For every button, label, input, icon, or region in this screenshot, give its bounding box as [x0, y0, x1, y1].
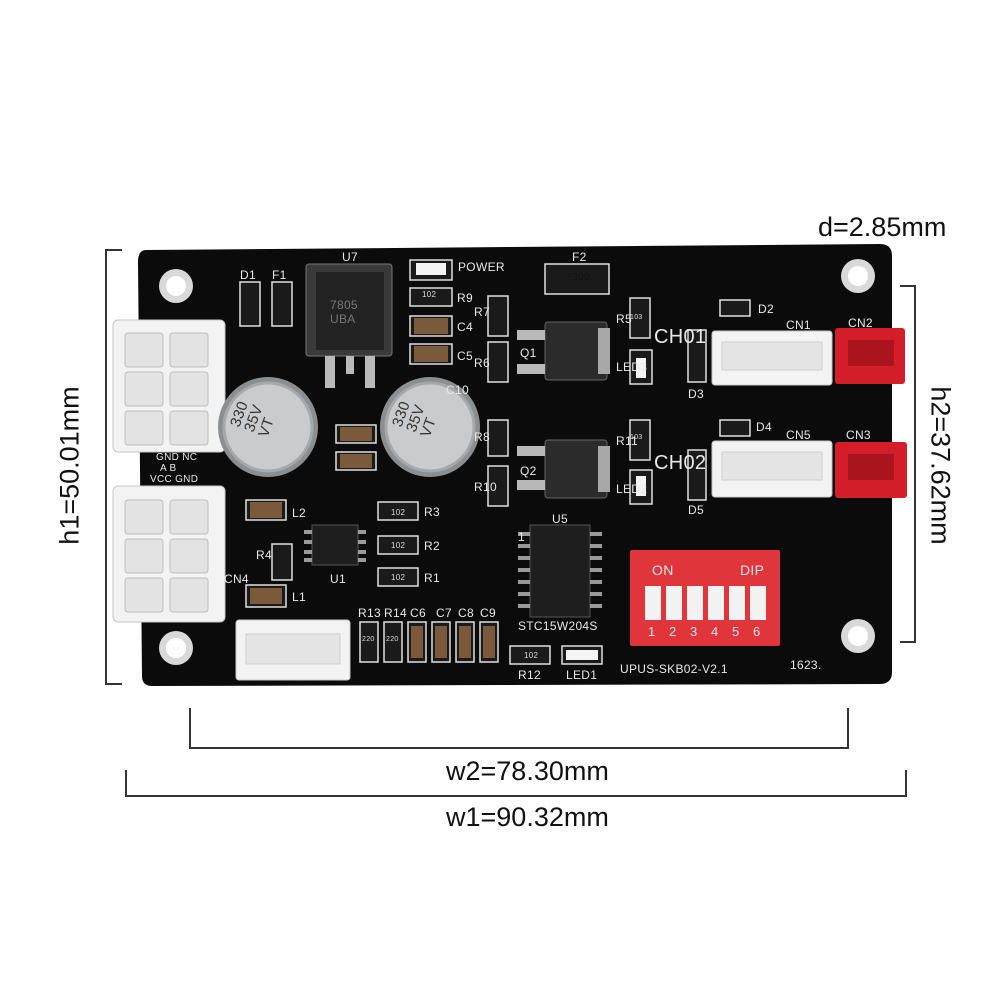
silk-a-b: A B — [160, 463, 177, 474]
smd-marking-r11: 103 — [630, 434, 643, 441]
silk-r3: R3 — [424, 505, 440, 519]
silk-r6: R6 — [474, 356, 490, 370]
silk-r10: R10 — [474, 480, 497, 494]
dimension-w2: w2=78.30mm — [446, 756, 609, 786]
silk-f2: F2 — [572, 250, 587, 264]
connector-cn3 — [835, 442, 907, 498]
dip-switch — [630, 550, 780, 646]
smd-marking-r14: 220 — [386, 636, 399, 643]
smd-caps — [250, 318, 495, 658]
silk-dip-6: 6 — [753, 624, 761, 639]
silk-c8: C8 — [458, 606, 474, 620]
mosfet-q1 — [517, 321, 610, 381]
silk-mcu: STC15W204S — [518, 619, 598, 633]
silk-cn1: CN1 — [786, 318, 811, 332]
silk-r2: R2 — [424, 539, 440, 553]
silk-d1: D1 — [240, 268, 256, 282]
mosfet-q2 — [517, 439, 610, 499]
silk-c10: C10 — [446, 383, 469, 397]
silk-d5: D5 — [688, 503, 704, 517]
smd-marking-f2: T300 — [566, 272, 590, 283]
silk-vcc-gnd: VCC GND — [150, 474, 199, 485]
smd-marking-r13: 220 — [362, 636, 375, 643]
smd-marking-r1: 102 — [391, 573, 406, 582]
connector-bottom-4pin — [235, 619, 351, 681]
silk-r12: R12 — [518, 668, 541, 682]
connector-cn2 — [835, 328, 905, 384]
silk-dip-2: 2 — [669, 624, 677, 639]
silk-c6: C6 — [410, 606, 426, 620]
smd-marking-r12: 102 — [524, 651, 539, 660]
silk-d4: D4 — [756, 420, 772, 434]
electrolytic-capacitor-1 — [218, 377, 318, 477]
voltage-regulator — [305, 263, 393, 388]
silk-u1: U1 — [330, 572, 346, 586]
dimension-w1: w1=90.32mm — [446, 802, 609, 832]
led-indicators — [416, 263, 646, 660]
silk-cn5: CN5 — [786, 428, 811, 442]
silk-dip-3: 3 — [690, 624, 698, 639]
silk-c4: C4 — [457, 320, 473, 334]
mcu-chip — [518, 524, 602, 618]
silk-on: ON — [652, 562, 674, 578]
silk-u5: U5 — [552, 512, 568, 526]
silk-r4: R4 — [256, 548, 272, 562]
silk-led2: LED2 — [616, 482, 648, 496]
silk-r1: R1 — [424, 571, 440, 585]
silk-cn3: CN3 — [846, 428, 871, 442]
silk-f1: F1 — [272, 268, 287, 282]
mounting-holes — [159, 259, 875, 665]
electrolytic-capacitor-2 — [380, 377, 480, 477]
connector-cn5 — [711, 440, 833, 498]
silk-r8: R8 — [474, 430, 490, 444]
silk-r11: R11 — [616, 434, 639, 448]
silk-r14: R14 — [384, 606, 407, 620]
silk-cn4: CN4 — [224, 572, 249, 586]
silk-ch02: CH02 — [654, 452, 707, 474]
smd-marking-r5: 103 — [630, 314, 643, 321]
silk-pin1: 1 — [518, 530, 525, 544]
connector-cn1 — [711, 330, 833, 386]
silk-gnd-nc: GND NC — [156, 452, 198, 463]
silk-ch01: CH01 — [654, 326, 707, 348]
silk-r9: R9 — [457, 291, 473, 305]
silk-led3: LED3 — [616, 360, 648, 374]
dimension-h2: h2=37.62mm — [925, 386, 956, 545]
silk-d2: D2 — [758, 302, 774, 316]
power-connector-top — [112, 319, 226, 453]
silk-q2: Q2 — [520, 464, 537, 478]
regulator-marking: 7805 UBA — [330, 298, 358, 326]
smd-marking-r2: 102 — [391, 541, 406, 550]
dimension-h1: h1=50.01mm — [54, 386, 85, 545]
silk-l2: L2 — [292, 506, 306, 520]
smd-marking-r9: 102 — [422, 290, 437, 299]
silk-r13: R13 — [358, 606, 381, 620]
silk-r5: R5 — [616, 312, 632, 326]
smd-marking-r3: 102 — [391, 508, 406, 517]
silk-l1: L1 — [292, 590, 306, 604]
silk-dip-1: 1 — [648, 624, 656, 639]
ic-u1 — [304, 524, 366, 566]
silk-power: POWER — [458, 260, 505, 274]
silk-c9: C9 — [480, 606, 496, 620]
silk-r7: R7 — [474, 305, 490, 319]
silk-dip-5: 5 — [732, 624, 740, 639]
dimension-lines — [105, 249, 916, 797]
power-connector-bottom — [112, 485, 226, 623]
silk-c5: C5 — [457, 349, 473, 363]
silk-dip: DIP — [740, 562, 765, 578]
silk-u7: U7 — [342, 250, 358, 264]
silk-led1: LED1 — [566, 668, 598, 682]
silk-c7: C7 — [436, 606, 452, 620]
silk-date: 1623. — [790, 658, 822, 672]
silk-dip-4: 4 — [711, 624, 719, 639]
dimension-d: d=2.85mm — [818, 212, 947, 242]
silk-model: UPUS-SKB02-V2.1 — [620, 662, 728, 676]
silk-cn2: CN2 — [848, 316, 873, 330]
silk-d3: D3 — [688, 387, 704, 401]
silk-q1: Q1 — [520, 346, 537, 360]
